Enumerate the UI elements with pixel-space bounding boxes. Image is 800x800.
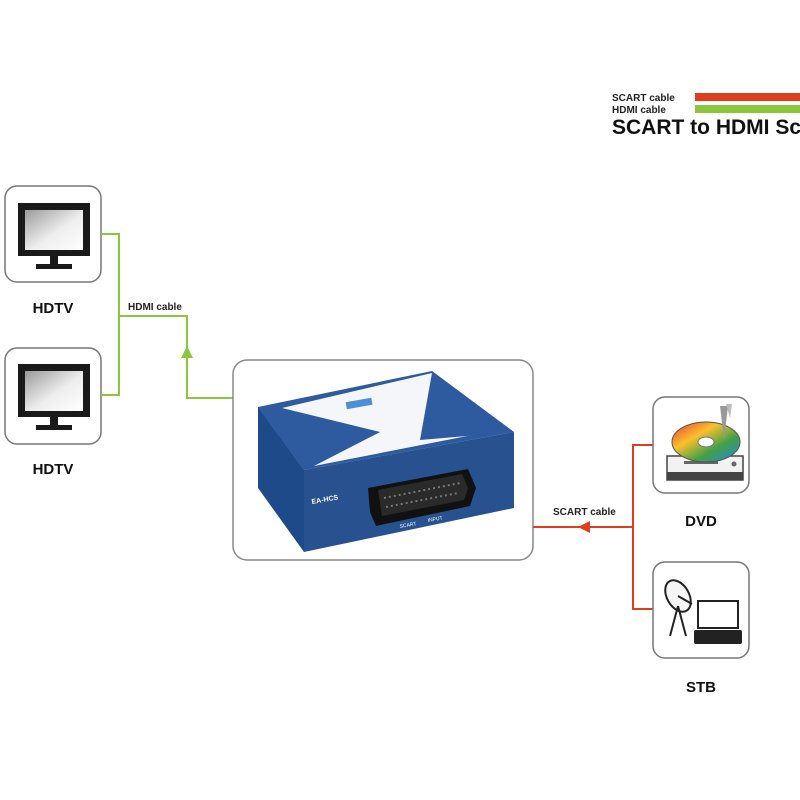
- legend-title: SCART to HDMI Sc: [612, 116, 800, 139]
- scart-arrow-icon: [578, 521, 590, 533]
- hdtv-bottom: HDTV: [4, 347, 102, 478]
- hdtv-top-label: HDTV: [33, 300, 74, 317]
- port-label-left: SCART: [399, 521, 417, 530]
- stb-source: STB: [652, 561, 750, 696]
- dvd-source: DVD: [652, 396, 750, 530]
- tv-icon: [18, 203, 90, 269]
- satellite-dish-icon: [664, 579, 693, 637]
- dvd-player-icon: [666, 404, 744, 481]
- legend: SCART cable HDMI cable SCART to HDMI Sc: [612, 93, 800, 139]
- hdtv-top: HDTV: [4, 185, 102, 317]
- hdmi-cable: [101, 233, 233, 399]
- hdtv-bottom-label: HDTV: [33, 461, 74, 478]
- device-badge: [345, 397, 373, 410]
- tv-icon: [18, 364, 90, 430]
- hdmi-arrow-icon: [181, 346, 193, 358]
- legend-hdmi-label: HDMI cable: [612, 105, 666, 116]
- device-model: EA-HCS: [311, 494, 339, 506]
- legend-hdmi-swatch: [695, 105, 800, 113]
- port-label-right: INPUT: [427, 515, 443, 524]
- hdmi-cable-label: HDMI cable: [128, 302, 182, 313]
- legend-scart-swatch: [695, 93, 800, 101]
- scart-cable-label: SCART cable: [553, 507, 616, 518]
- dvd-label: DVD: [685, 513, 717, 530]
- stb-label: STB: [686, 679, 716, 696]
- set-top-box-icon: [694, 600, 742, 644]
- scart-cable: [533, 444, 653, 610]
- legend-scart-label: SCART cable: [612, 93, 675, 104]
- scaler-device: SCART to HDMI Scaler EA-HCS SCART INPUT: [258, 371, 514, 552]
- scart-port: [368, 469, 476, 526]
